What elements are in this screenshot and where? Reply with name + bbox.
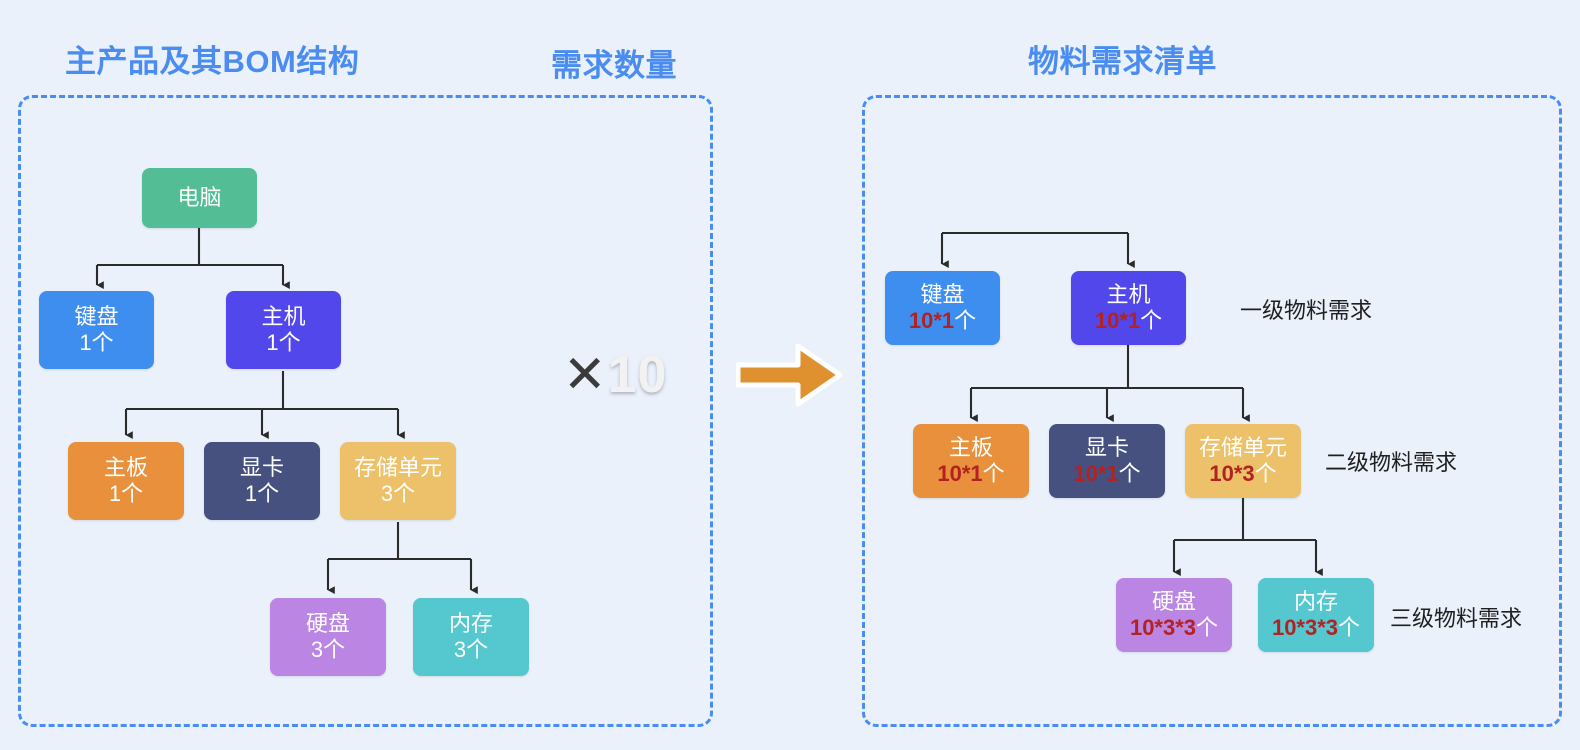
- mrp-node-storage-unit: 个: [1254, 461, 1277, 486]
- bom-node-keyboard-qty: 1个: [79, 330, 114, 355]
- multiply-icon: ✕: [563, 346, 608, 404]
- mrp-node-host-unit: 个: [1140, 308, 1163, 333]
- mrp-node-keyboard[interactable]: 键盘 10*1个: [885, 271, 1000, 345]
- mrp-node-memory-unit: 个: [1338, 615, 1361, 640]
- bom-node-disk-name: 硬盘: [305, 611, 350, 637]
- bom-node-computer[interactable]: 电脑: [142, 168, 257, 228]
- bom-node-storage-name: 存储单元: [353, 455, 442, 481]
- bom-node-host-qty: 1个: [266, 330, 301, 355]
- mrp-node-storage-mul: 10*3: [1209, 461, 1255, 486]
- mrp-node-disk-unit: 个: [1196, 615, 1219, 640]
- transform-arrow-icon: [736, 343, 843, 407]
- mrp-node-disk-qty: 10*3*3个: [1130, 615, 1218, 641]
- mrp-node-memory[interactable]: 内存 10*3*3个: [1258, 578, 1374, 652]
- bom-node-keyboard-name: 键盘: [74, 304, 119, 330]
- bom-node-mainboard-qty: 1个: [108, 481, 144, 506]
- mrp-node-memory-name: 内存: [1293, 589, 1338, 615]
- mrp-node-storage-qty: 10*3个: [1209, 461, 1276, 487]
- bom-node-memory[interactable]: 内存 3个: [413, 598, 529, 676]
- multiplier-value: 10: [607, 346, 668, 404]
- bom-node-computer-name: 电脑: [177, 185, 222, 211]
- mrp-node-mainboard[interactable]: 主板 10*1个: [913, 424, 1029, 498]
- bom-node-mainboard[interactable]: 主板 1个: [68, 442, 184, 520]
- bom-node-disk[interactable]: 硬盘 3个: [270, 598, 386, 676]
- mrp-node-host[interactable]: 主机 10*1个: [1071, 271, 1186, 345]
- mrp-node-host-qty: 10*1个: [1095, 308, 1162, 334]
- mrp-node-storage[interactable]: 存储单元 10*3个: [1185, 424, 1301, 498]
- mrp-node-keyboard-qty: 10*1个: [909, 308, 976, 334]
- bom-node-memory-qty: 3个: [453, 637, 489, 662]
- mrp-node-disk-mul: 10*3*3: [1129, 615, 1197, 640]
- bom-node-gpu-name: 显卡: [239, 455, 284, 481]
- bom-node-memory-name: 内存: [448, 611, 493, 637]
- mrp-node-disk[interactable]: 硬盘 10*3*3个: [1116, 578, 1232, 652]
- mrp-node-disk-name: 硬盘: [1151, 589, 1196, 615]
- mrp-node-storage-name: 存储单元: [1198, 435, 1287, 461]
- mrp-node-gpu-unit: 个: [1118, 461, 1141, 486]
- bom-node-gpu-qty: 1个: [244, 481, 280, 506]
- page-title-bom: 主产品及其BOM结构: [65, 44, 360, 79]
- mrp-node-keyboard-unit: 个: [954, 308, 977, 333]
- bom-node-storage[interactable]: 存储单元 3个: [340, 442, 456, 520]
- bom-node-host[interactable]: 主机 1个: [226, 291, 341, 369]
- level-label-3: 三级物料需求: [1390, 606, 1523, 631]
- mrp-node-mainboard-unit: 个: [982, 461, 1005, 486]
- bom-node-gpu[interactable]: 显卡 1个: [204, 442, 320, 520]
- mrp-node-memory-mul: 10*3*3: [1271, 615, 1339, 640]
- bom-structure-panel: [18, 95, 713, 727]
- mrp-node-host-name: 主机: [1106, 282, 1151, 308]
- mrp-node-gpu[interactable]: 显卡 10*1个: [1049, 424, 1165, 498]
- mrp-node-gpu-name: 显卡: [1084, 435, 1129, 461]
- bom-node-keyboard[interactable]: 键盘 1个: [39, 291, 154, 369]
- mrp-node-keyboard-name: 键盘: [920, 282, 965, 308]
- mrp-node-gpu-mul: 10*1: [1073, 461, 1119, 486]
- mrp-node-mainboard-mul: 10*1: [937, 461, 983, 486]
- bom-node-mainboard-name: 主板: [103, 455, 148, 481]
- bom-node-disk-qty: 3个: [310, 637, 346, 662]
- mrp-node-mainboard-name: 主板: [948, 435, 993, 461]
- bom-node-host-name: 主机: [261, 304, 306, 330]
- level-label-2: 二级物料需求: [1325, 450, 1458, 475]
- page-title-quantity: 需求数量: [551, 48, 677, 83]
- mrp-list-panel: [862, 95, 1562, 727]
- page-title-mrp: 物料需求清单: [1028, 44, 1217, 79]
- mrp-node-host-mul: 10*1: [1094, 308, 1141, 333]
- mrp-node-memory-qty: 10*3*3个: [1272, 615, 1360, 641]
- mrp-node-gpu-qty: 10*1个: [1073, 461, 1140, 487]
- bom-node-storage-qty: 3个: [380, 481, 416, 506]
- level-label-1: 一级物料需求: [1240, 298, 1373, 323]
- mrp-node-keyboard-mul: 10*1: [908, 308, 955, 333]
- mrp-node-mainboard-qty: 10*1个: [937, 461, 1004, 487]
- multiplier-label: ✕10: [563, 345, 667, 405]
